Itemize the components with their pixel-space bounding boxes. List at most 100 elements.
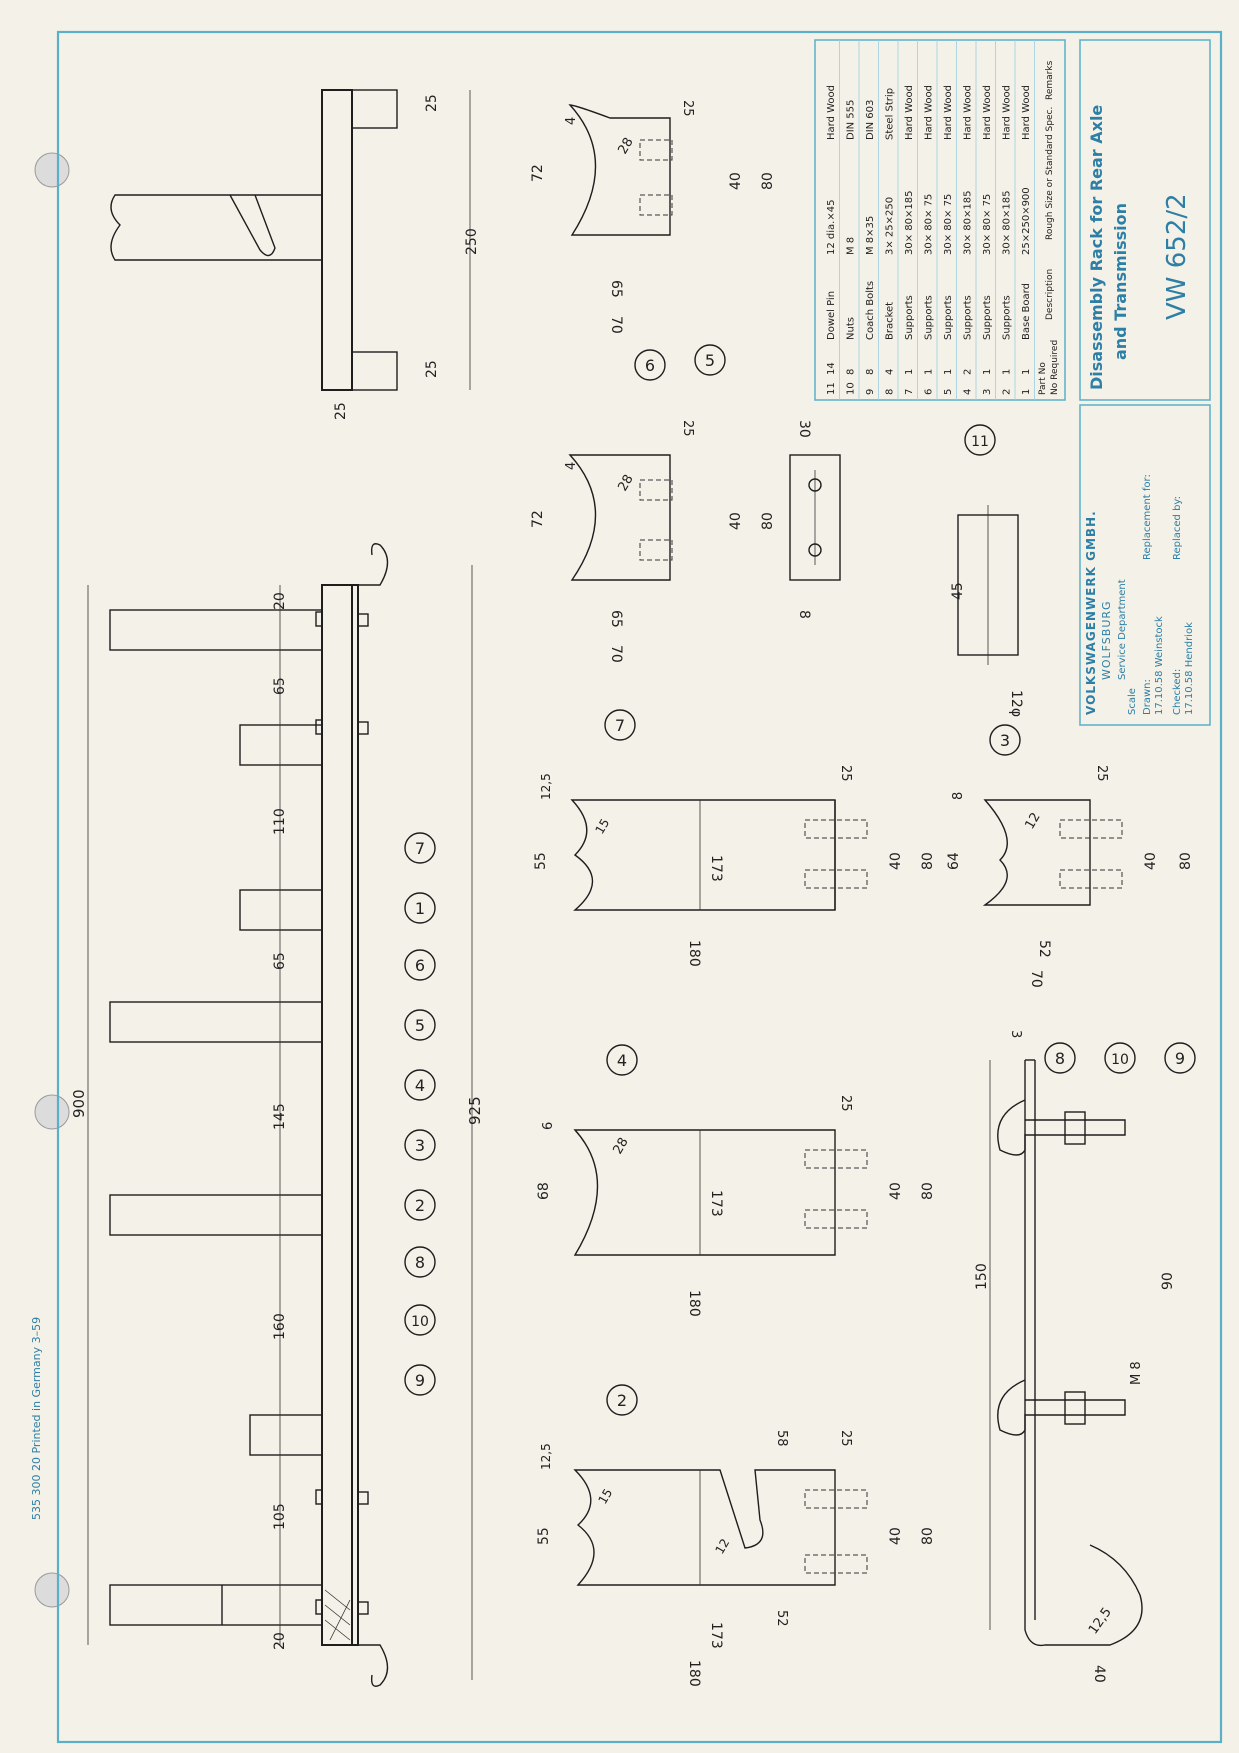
cell-description: Supports <box>943 295 954 340</box>
cell-size: 30× 80× 75 <box>924 194 935 255</box>
balloon-5: 5 <box>404 1009 436 1041</box>
part6-dim-72: 72 <box>530 510 546 528</box>
department: Service Department <box>1117 579 1128 680</box>
header-size: Rough Size or Standard Spec. <box>1045 107 1055 240</box>
end-dim-25c: 25 <box>333 402 349 420</box>
part2-dim-173: 173 <box>708 1622 724 1649</box>
part3-dim-80: 80 <box>1178 852 1194 870</box>
part5-dim-70: 70 <box>608 316 624 334</box>
drawing-number: VW 652/2 <box>1162 193 1192 320</box>
part4-dim-180: 180 <box>686 1290 702 1317</box>
balloon-1: 1 <box>404 892 436 924</box>
part-6-drawing: 72 4 28 25 40 80 65 70 <box>530 420 776 663</box>
svg-text:1: 1 <box>415 899 425 918</box>
part2-dim-12-5: 12,5 <box>539 1443 553 1470</box>
svg-text:4: 4 <box>415 1076 425 1095</box>
checked-label: Checked: <box>1172 669 1183 715</box>
balloon-9: 9 <box>404 1364 436 1396</box>
parts-list-header: Part No No Required Description Rough Si… <box>1038 60 1060 395</box>
cell-remarks: Hard Wood <box>826 85 837 140</box>
cell-description: Dowel Pin <box>826 291 837 340</box>
part5-dim-25: 25 <box>680 100 695 117</box>
cell-part-no: 10 <box>846 382 857 395</box>
part7-dim-180: 180 <box>686 940 702 967</box>
svg-text:2: 2 <box>415 1196 425 1215</box>
end-dim-25b: 25 <box>424 360 440 378</box>
svg-text:3: 3 <box>1000 731 1010 750</box>
cell-part-no: 6 <box>924 389 935 395</box>
balloon-3: 3 <box>404 1129 436 1161</box>
cell-remarks: Steel Strip <box>885 88 896 140</box>
part3-dim-64: 64 <box>946 852 962 870</box>
cell-no-required: 8 <box>865 369 876 375</box>
balloon-5-detail: 5 <box>694 344 726 376</box>
title-line-2: and Transmission <box>1111 203 1130 360</box>
cell-no-required: 1 <box>1021 369 1032 375</box>
cell-part-no: 4 <box>963 389 974 395</box>
cell-no-required: 1 <box>904 369 915 375</box>
part4-dim-68: 68 <box>536 1182 552 1200</box>
dim-925: 925 <box>466 1096 484 1125</box>
company-city: WOLFSBURG <box>1100 600 1113 680</box>
dim-gap-105: 105 <box>272 1503 288 1530</box>
cell-remarks: Hard Wood <box>924 85 935 140</box>
bracket-dim-40: 40 <box>1091 1665 1107 1683</box>
cell-size: 30× 80×185 <box>904 191 915 255</box>
part7-dim-12-5: 12,5 <box>539 773 553 800</box>
cell-part-no: 9 <box>865 389 876 395</box>
svg-text:7: 7 <box>415 839 425 858</box>
part2-dim-58: 58 <box>774 1430 789 1447</box>
part4-dim-25: 25 <box>838 1095 853 1112</box>
bracket-dim-m8: M 8 <box>1129 1361 1144 1385</box>
balloon-7-detail: 7 <box>604 709 636 741</box>
part4-dim-28: 28 <box>610 1135 631 1157</box>
dim-900: 900 <box>70 1089 88 1118</box>
cell-remarks: Hard Wood <box>963 85 974 140</box>
bracket-block-view: 30 8 <box>789 420 841 619</box>
dowel-dim-12phi: 12φ <box>1008 690 1024 717</box>
part6-dim-25: 25 <box>680 420 695 437</box>
part3-dim-70: 70 <box>1028 970 1044 988</box>
part4-dim-6: 6 <box>541 1122 556 1130</box>
part3-dim-52: 52 <box>1036 940 1052 958</box>
part5-dim-4: 4 <box>564 117 579 125</box>
cell-description: Supports <box>963 295 974 340</box>
balloon-3-detail: 3 <box>989 724 1021 756</box>
cell-part-no: 5 <box>943 389 954 395</box>
dim-gap-145: 145 <box>272 1103 288 1130</box>
dowel-pin-view: 45 12φ <box>950 505 1024 717</box>
svg-text:11: 11 <box>971 434 989 450</box>
replacement-for-label: Replacement for: <box>1142 474 1153 560</box>
support-4a <box>109 1001 323 1043</box>
part2-dim-80: 80 <box>920 1527 936 1545</box>
cell-no-required: 1 <box>943 369 954 375</box>
cell-description: Coach Bolts <box>865 281 876 340</box>
balloon-7: 7 <box>404 832 436 864</box>
dim-gap-110: 110 <box>272 808 288 835</box>
part2-dim-12: 12 <box>712 1536 732 1556</box>
balloon-4-detail: 4 <box>606 1044 638 1076</box>
drawing-border <box>56 30 1223 1744</box>
bracket-detail: 3 150 90 M 8 12,5 40 <box>974 1030 1176 1683</box>
dim-gap-65b: 65 <box>272 952 288 970</box>
checked-value: 17.10.58 Hendriok <box>1184 622 1195 715</box>
dim-gap-65a: 65 <box>272 677 288 695</box>
part2-dim-180: 180 <box>686 1660 702 1687</box>
block-dim-8: 8 <box>796 610 812 619</box>
binder-hole-bottom <box>34 1572 70 1608</box>
svg-text:8: 8 <box>1055 1049 1065 1068</box>
part5-dim-72: 72 <box>530 164 546 182</box>
balloon-2-detail: 2 <box>606 1384 638 1416</box>
dim-gap-20a: 20 <box>272 592 288 610</box>
balloon-8-detail: 8 <box>1044 1042 1076 1074</box>
part5-dim-40: 40 <box>728 172 744 190</box>
balloon-2: 2 <box>404 1189 436 1221</box>
